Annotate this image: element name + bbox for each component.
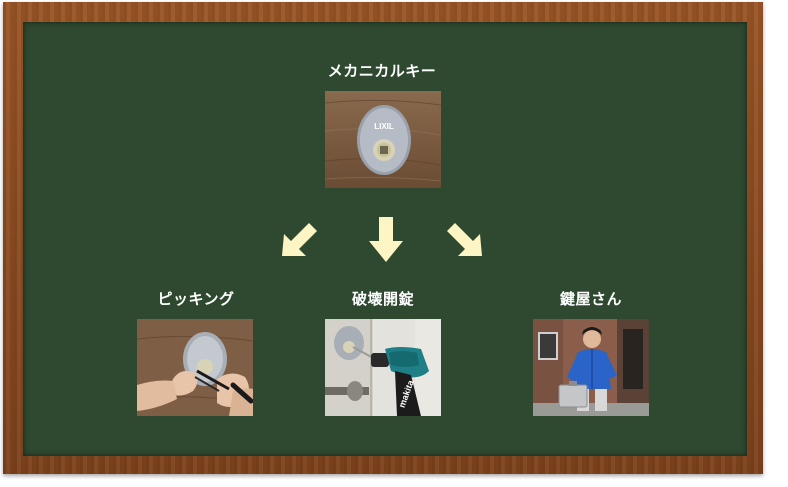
arrow-down-icon: [369, 217, 403, 262]
locksmith-photo: [533, 319, 649, 416]
root-photo-lock-cylinder: LIXIL: [325, 91, 441, 188]
root-label: メカニカルキー: [327, 62, 437, 80]
lixil-brand-text: LIXIL: [374, 122, 394, 131]
child-label-picking: ピッキング: [157, 290, 235, 308]
child-label-destructive-unlock: 破壊開錠: [351, 290, 414, 308]
drill-photo: makita: [325, 319, 441, 416]
child-label-locksmith: 鍵屋さん: [559, 290, 622, 308]
arrow-left-icon: [282, 223, 317, 256]
arrow-right-icon: [447, 223, 482, 256]
picking-photo: [137, 319, 253, 416]
